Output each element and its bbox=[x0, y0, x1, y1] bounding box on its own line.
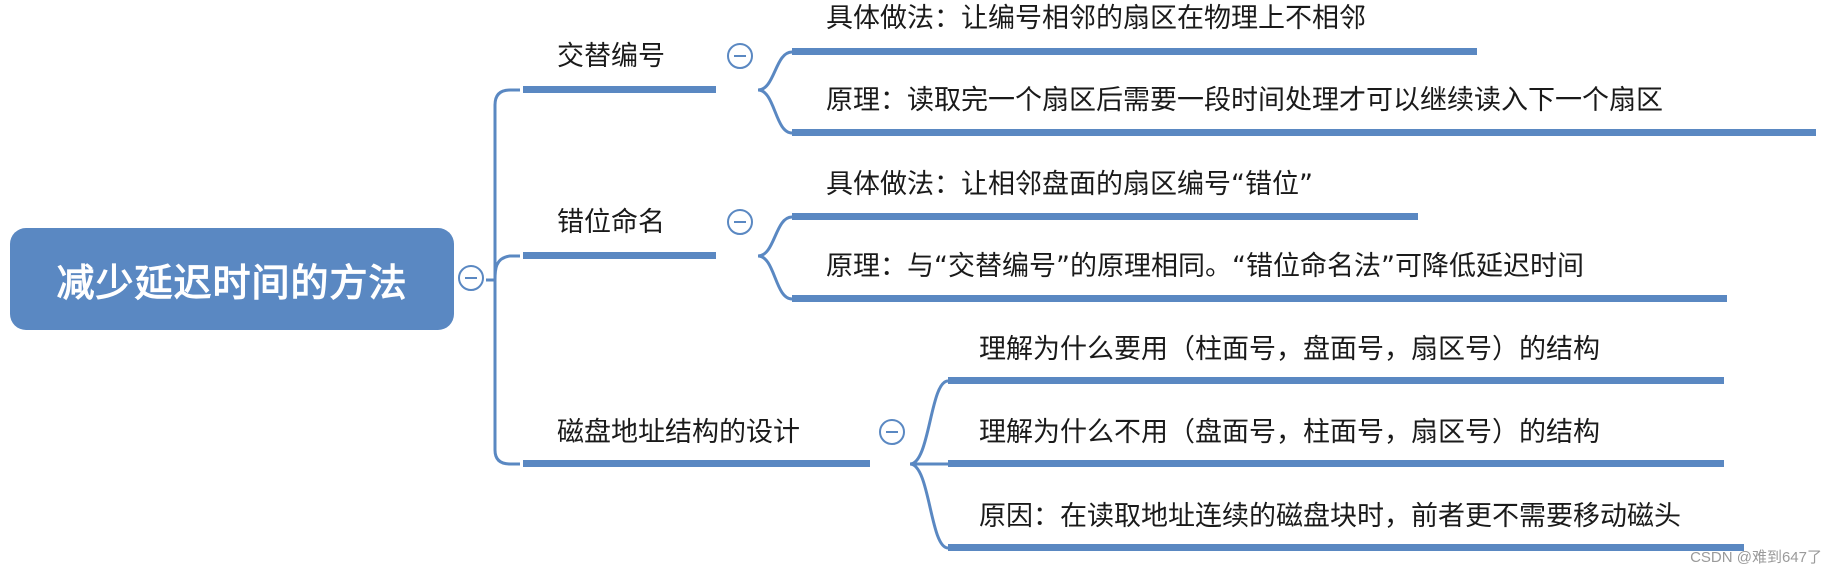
branch-1-to-child-1 bbox=[757, 50, 793, 92]
trunk-to-branch-1 bbox=[493, 88, 520, 280]
branch-1-underline bbox=[523, 86, 716, 93]
branch-1-to-child-2 bbox=[757, 88, 793, 135]
leaf-3-3-label[interactable]: 原因：在读取地址连续的磁盘块时，前者更不需要移动磁头 bbox=[979, 501, 1681, 532]
leaf-3-1-underline bbox=[948, 377, 1724, 384]
root-node[interactable]: 减少延迟时间的方法 bbox=[10, 228, 454, 330]
branch-2-to-child-2 bbox=[757, 254, 793, 301]
root-label: 减少延迟时间的方法 bbox=[56, 260, 408, 305]
branch-3-underline bbox=[523, 460, 870, 467]
trunk-to-branch-2 bbox=[493, 254, 520, 281]
minus-circle-icon[interactable] bbox=[458, 265, 484, 291]
trunk-to-branch-3 bbox=[493, 280, 520, 466]
leaf-3-2-underline bbox=[948, 460, 1724, 467]
leaf-1-1-label[interactable]: 具体做法：让编号相邻的扇区在物理上不相邻 bbox=[826, 3, 1366, 34]
branch-3-to-child-3 bbox=[909, 462, 949, 550]
leaf-1-2-label[interactable]: 原理：读取完一个扇区后需要一段时间处理才可以继续读入下一个扇区 bbox=[826, 85, 1663, 116]
branch-3-to-child-1 bbox=[909, 379, 949, 466]
leaf-3-2-label[interactable]: 理解为什么不用（盘面号，柱面号，扇区号）的结构 bbox=[979, 417, 1600, 448]
watermark: CSDN @难到647了 bbox=[1690, 549, 1822, 566]
branch-2-label[interactable]: 错位命名 bbox=[557, 207, 665, 238]
branch-2-underline bbox=[523, 252, 716, 259]
leaf-3-3-underline bbox=[948, 544, 1744, 551]
leaf-2-2-label[interactable]: 原理：与“交替编号”的原理相同。“错位命名法”可降低延迟时间 bbox=[826, 251, 1584, 282]
leaf-1-2-underline bbox=[792, 129, 1816, 136]
minus-circle-icon[interactable] bbox=[879, 419, 905, 445]
leaf-2-1-underline bbox=[792, 213, 1418, 220]
branch-1-label[interactable]: 交替编号 bbox=[557, 41, 665, 72]
minus-circle-icon[interactable] bbox=[727, 43, 753, 69]
leaf-2-1-label[interactable]: 具体做法：让相邻盘面的扇区编号“错位” bbox=[826, 169, 1313, 200]
leaf-3-1-label[interactable]: 理解为什么要用（柱面号，盘面号，扇区号）的结构 bbox=[979, 334, 1600, 365]
leaf-2-2-underline bbox=[792, 295, 1727, 302]
leaf-1-1-underline bbox=[792, 48, 1477, 55]
branch-2-to-child-1 bbox=[757, 215, 793, 258]
minus-circle-icon[interactable] bbox=[727, 209, 753, 235]
branch-3-label[interactable]: 磁盘地址结构的设计 bbox=[557, 417, 800, 448]
